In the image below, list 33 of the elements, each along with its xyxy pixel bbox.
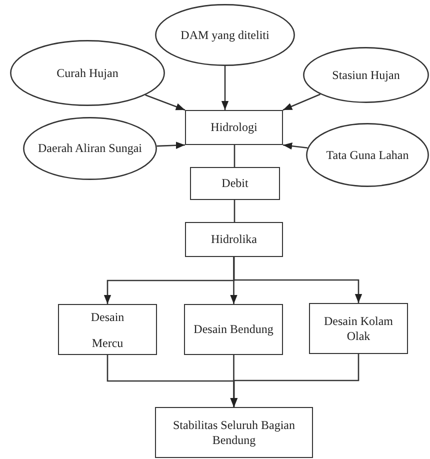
arrow (230, 355, 238, 407)
process-box (155, 407, 313, 458)
oval-node (306, 123, 429, 187)
process-box (184, 304, 283, 355)
node-label: Hidrolika (211, 232, 257, 247)
arrow (230, 354, 360, 407)
arrow (282, 142, 308, 150)
arrow (233, 257, 362, 303)
node-label: Desain Mercu (90, 308, 126, 352)
arrow (221, 66, 229, 110)
process-box (185, 222, 283, 257)
node-label: Hidrologi (210, 120, 258, 135)
process-box (58, 304, 157, 355)
process-box (185, 110, 283, 145)
arrow (156, 142, 186, 149)
node-label: Desain Kolam Olak (323, 314, 394, 344)
node-label: Stabilitas Seluruh Bagian Bendung (172, 418, 296, 448)
node-label: Tata Guna Lahan (326, 148, 409, 162)
oval-node (23, 117, 157, 180)
node-label: Desain Bendung (194, 322, 274, 337)
arrow (145, 94, 186, 111)
oval-node (303, 47, 429, 103)
arrow (282, 94, 321, 111)
node-label: Stasiun Hujan (332, 68, 400, 82)
oval-node (155, 4, 295, 66)
arrow (230, 257, 238, 304)
process-box (190, 167, 280, 200)
node-label: Daerah Aliran Sungai (38, 141, 142, 156)
node-label: DAM yang diteliti (180, 28, 270, 42)
oval-node (10, 40, 165, 106)
node-label: Curah Hujan (56, 66, 118, 80)
process-box (309, 303, 408, 354)
node-label: Debit (222, 176, 248, 191)
